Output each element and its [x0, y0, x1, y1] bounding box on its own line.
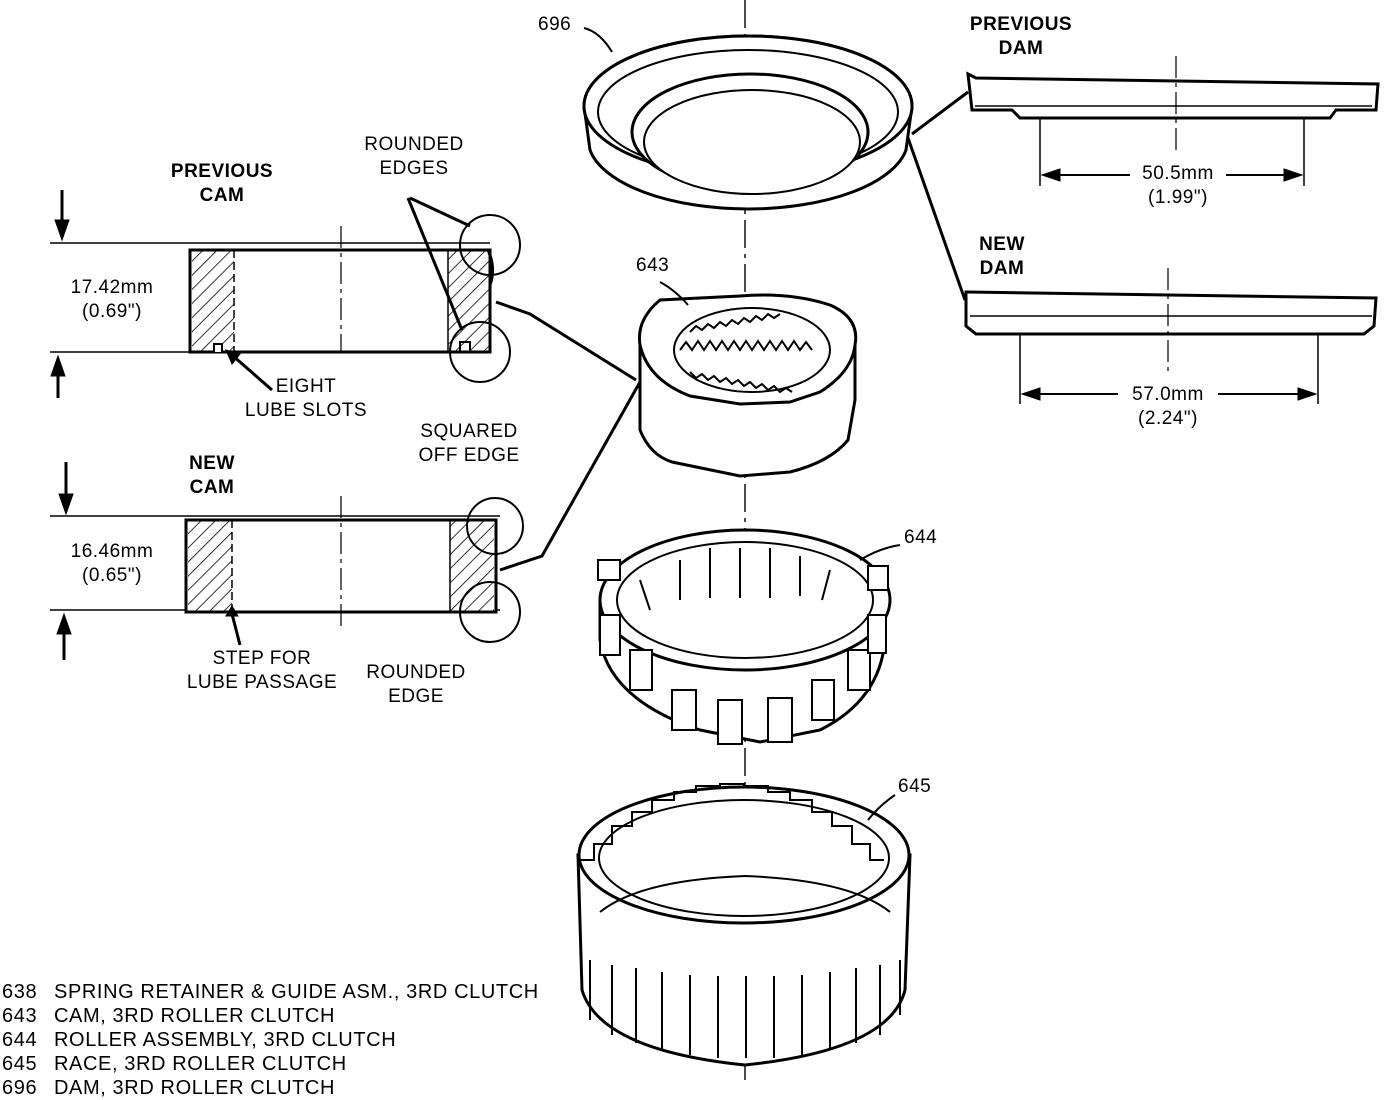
previous-cam-section [50, 190, 521, 398]
new-dam-title: NEW DAM [979, 234, 1025, 279]
squared-off-edge-label: SQUARED OFF EDGE [418, 421, 520, 466]
previous-dam-section [966, 56, 1380, 186]
rounded-edges-label: ROUNDED EDGES [364, 134, 464, 179]
leader-643 [659, 281, 689, 306]
new-cam-connector [499, 381, 642, 572]
callout-696: 696 [538, 14, 572, 35]
callout-644: 644 [904, 527, 938, 548]
new-dam-section [964, 268, 1378, 404]
roller-assembly-644 [597, 528, 892, 745]
previous-cam-title: PREVIOUS CAM [170, 161, 274, 206]
dam-696 [582, 34, 914, 211]
callout-643: 643 [636, 255, 670, 276]
previous-dam-title: PREVIOUS DAM [969, 14, 1073, 59]
leader-644 [859, 544, 901, 561]
new-cam-section [50, 462, 524, 660]
rounded-edge-label: ROUNDED EDGE [366, 662, 466, 707]
previous-cam-connector [495, 300, 637, 382]
eight-lube-slots-label: EIGHT LUBE SLOTS [244, 376, 368, 421]
new-cam-dimension: 16.46mm (0.65") [70, 541, 154, 586]
dam-connectors [906, 90, 969, 301]
leader-645 [867, 794, 896, 821]
cam-643 [637, 293, 858, 478]
new-cam-title: NEW CAM [189, 453, 235, 498]
leader-696 [583, 27, 613, 53]
previous-cam-dimension: 17.42mm (0.69") [70, 277, 154, 322]
previous-dam-dimension: 50.5mm (1.99") [1142, 163, 1214, 208]
race-645 [576, 783, 912, 1067]
step-for-lube-passage-label: STEP FOR LUBE PASSAGE [186, 648, 338, 693]
callout-645: 645 [898, 776, 932, 797]
new-dam-dimension: 57.0mm (2.24") [1132, 384, 1204, 429]
